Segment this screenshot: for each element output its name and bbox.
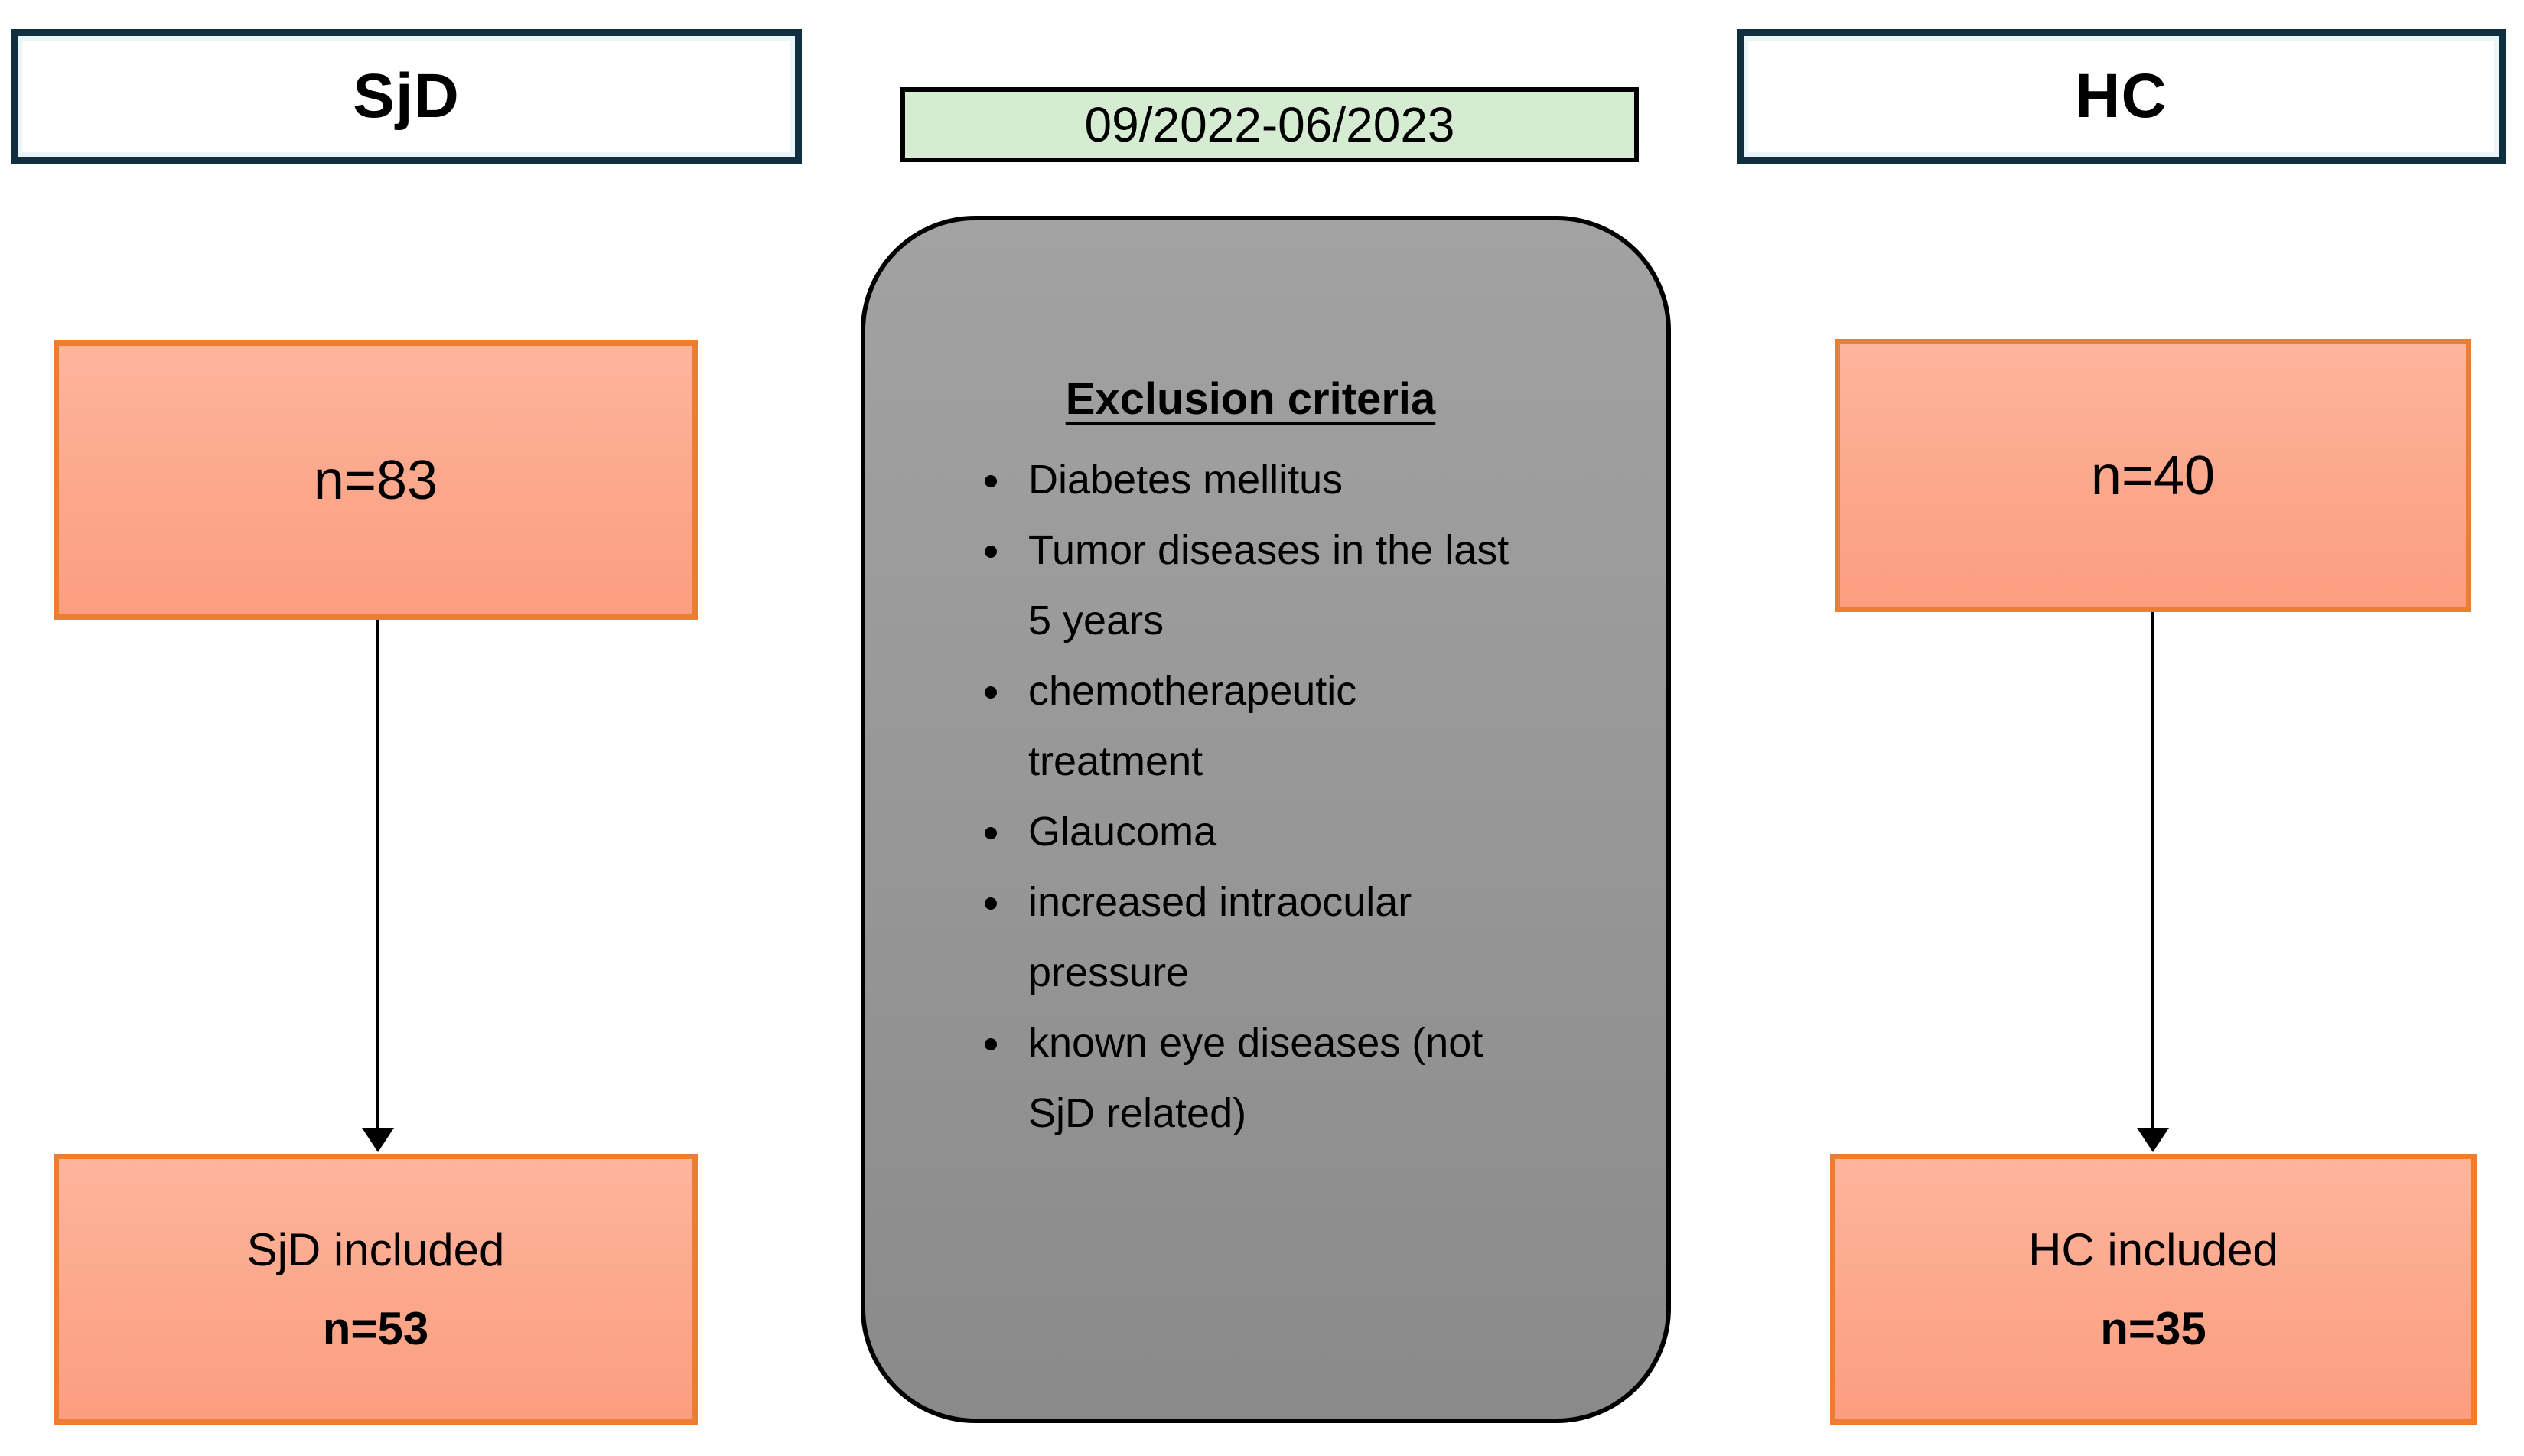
exclusion-item: Diabetes mellitus [1014, 445, 1636, 515]
hc-initial-count: n=40 [2090, 445, 2216, 507]
exclusion-criteria-box: Exclusion criteria Diabetes mellitus Tum… [861, 216, 1671, 1423]
hc-included-count: n=35 [2100, 1303, 2206, 1354]
arrow-shaft [376, 620, 379, 1129]
exclusion-item: known eye diseases (not SjD related) [1014, 1008, 1636, 1148]
arrow-head-icon [362, 1128, 394, 1152]
exclusion-item: Glaucoma [1014, 796, 1636, 867]
hc-header-label: HC [2075, 61, 2167, 131]
hc-included-label: HC included [2028, 1224, 2278, 1275]
hc-header-box: HC [1737, 29, 2506, 164]
hc-included-box: HC included n=35 [1830, 1154, 2477, 1425]
sjd-initial-count: n=83 [313, 449, 438, 511]
sjd-included-count: n=53 [322, 1303, 429, 1354]
arrow-head-icon [2137, 1128, 2169, 1152]
study-period-box: 09/2022-06/2023 [900, 87, 1639, 162]
sjd-included-box: SjD included n=53 [54, 1154, 698, 1425]
sjd-initial-box: n=83 [54, 340, 698, 620]
sjd-header-label: SjD [353, 61, 460, 131]
exclusion-item: chemotherapeutic treatment [1014, 656, 1636, 796]
exclusion-item: increased intraocular pressure [1014, 867, 1636, 1008]
sjd-included-label: SjD included [246, 1224, 505, 1275]
arrow-shaft [2151, 612, 2154, 1129]
sjd-header-box: SjD [11, 29, 802, 164]
exclusion-title: Exclusion criteria [1065, 374, 1436, 424]
study-period-label: 09/2022-06/2023 [1084, 97, 1455, 152]
exclusion-item: Tumor diseases in the last 5 years [1014, 515, 1636, 656]
exclusion-list: Diabetes mellitus Tumor diseases in the … [865, 445, 1636, 1148]
hc-initial-box: n=40 [1835, 339, 2471, 612]
